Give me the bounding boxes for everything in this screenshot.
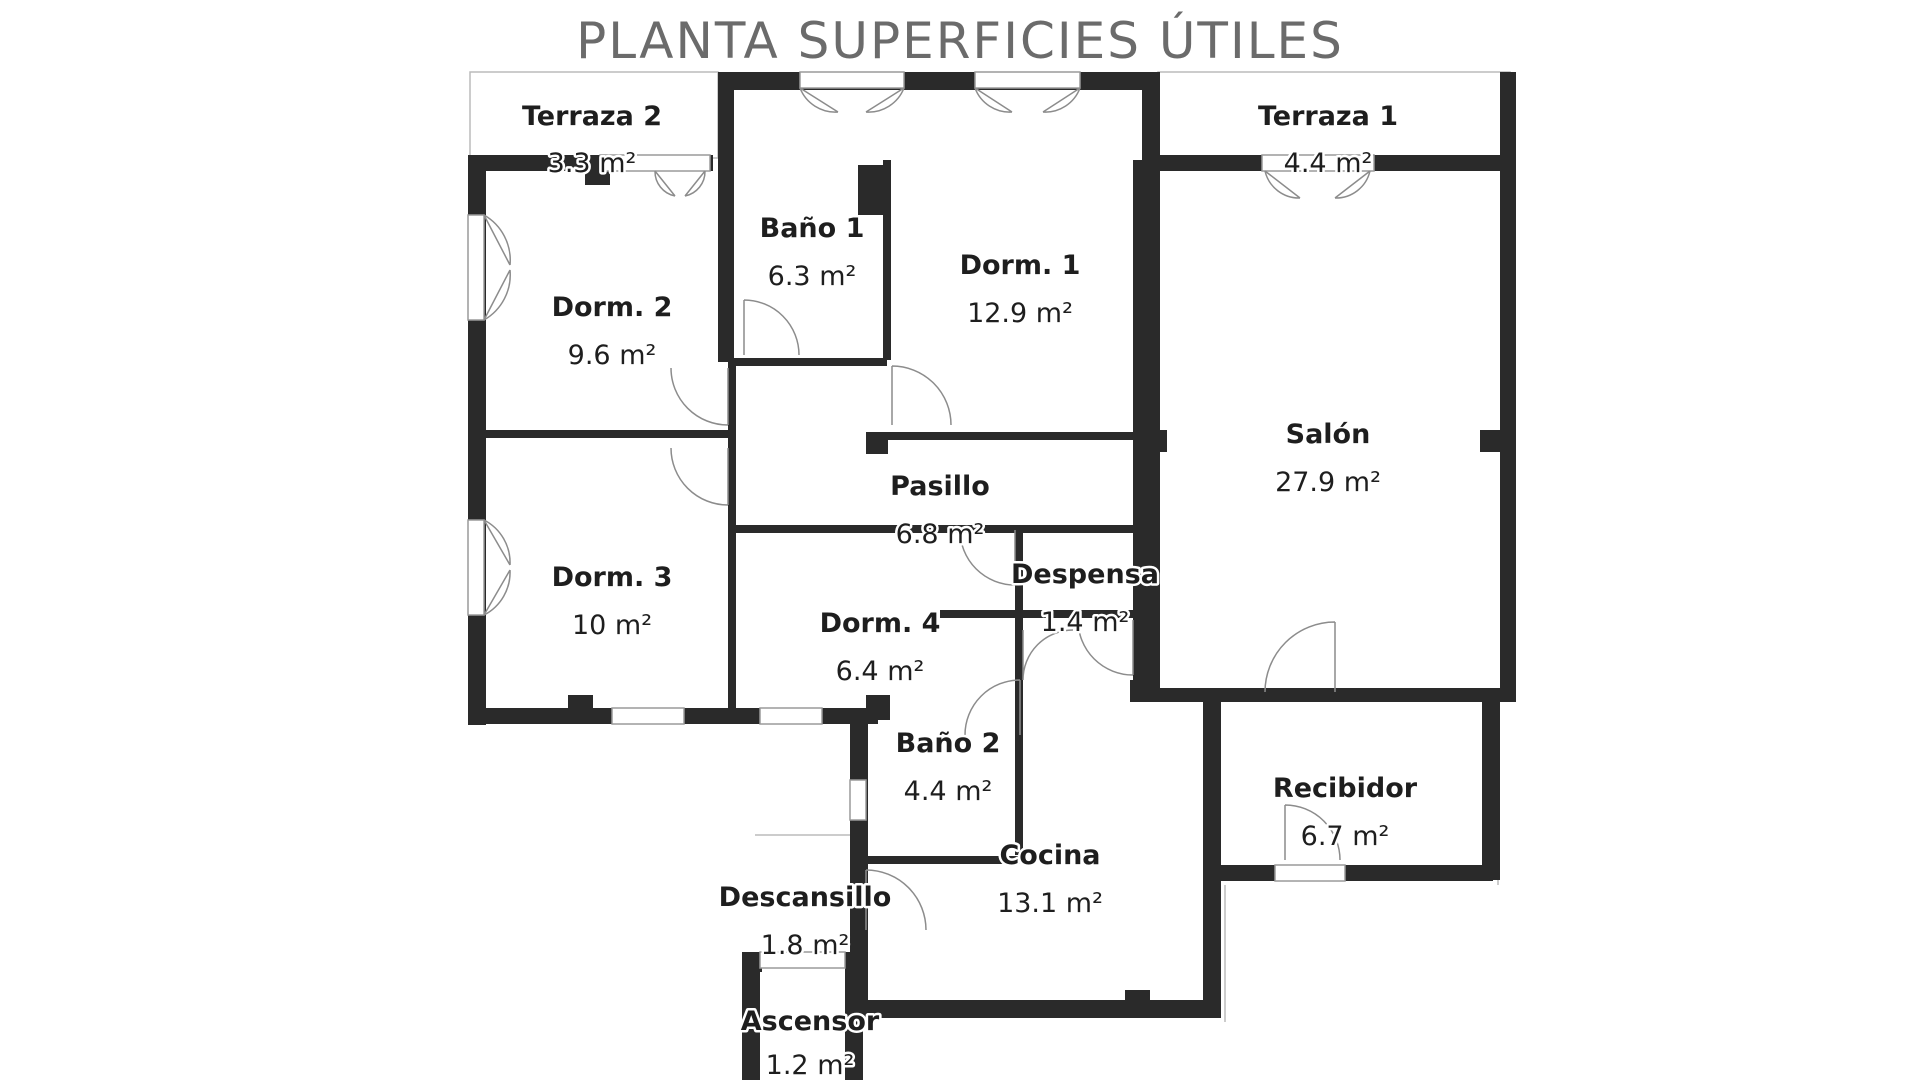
room-recibidor-area: 6.7 m² [1301, 821, 1390, 852]
room-cocina-area: 13.1 m² [997, 888, 1103, 919]
plan-title: PLANTA SUPERFICIES ÚTILES [576, 12, 1344, 70]
room-terraza1-name: Terraza 1 [1258, 101, 1398, 132]
room-salon-name: Salón [1286, 419, 1371, 450]
room-dorm1-area: 12.9 m² [967, 298, 1073, 329]
room-dorm1-name: Dorm. 1 [960, 250, 1081, 281]
doors [483, 87, 1371, 931]
room-terraza2-name: Terraza 2 [522, 101, 662, 132]
room-bano2-name: Baño 2 [896, 728, 1001, 759]
room-dorm2-name: Dorm. 2 [552, 292, 673, 323]
room-dorm2-area: 9.6 m² [568, 340, 657, 371]
room-dorm4-area: 6.4 m² [836, 656, 925, 687]
room-terraza2-area: 3.3 m² [548, 148, 637, 179]
room-cocina-name: Cocina [999, 840, 1100, 871]
room-labels: Terraza 2 3.3 m² Terraza 1 4.4 m² Baño 1… [519, 99, 1420, 1080]
room-dorm3-area: 10 m² [572, 610, 652, 641]
room-despensa-name: Despensa [1011, 559, 1159, 590]
room-dorm3-name: Dorm. 3 [552, 562, 673, 593]
room-despensa-area: 1.4 m² [1041, 607, 1130, 638]
room-ascensor-name: Ascensor [741, 1006, 880, 1037]
room-bano1-name: Baño 1 [760, 213, 865, 244]
room-ascensor-area: 1.2 m² [766, 1050, 855, 1080]
room-bano1-area: 6.3 m² [768, 261, 857, 292]
room-pasillo-area: 6.8 m² [896, 519, 985, 550]
room-salon-area: 27.9 m² [1275, 467, 1381, 498]
room-descansillo-name: Descansillo [719, 882, 892, 913]
room-descansillo-area: 1.8 m² [761, 930, 850, 961]
windows [467, 71, 1375, 969]
room-bano2-area: 4.4 m² [904, 776, 993, 807]
room-recibidor-name: Recibidor [1273, 773, 1418, 804]
room-terraza1-area: 4.4 m² [1284, 148, 1373, 179]
room-dorm4-name: Dorm. 4 [820, 608, 941, 639]
room-pasillo-name: Pasillo [890, 471, 990, 502]
